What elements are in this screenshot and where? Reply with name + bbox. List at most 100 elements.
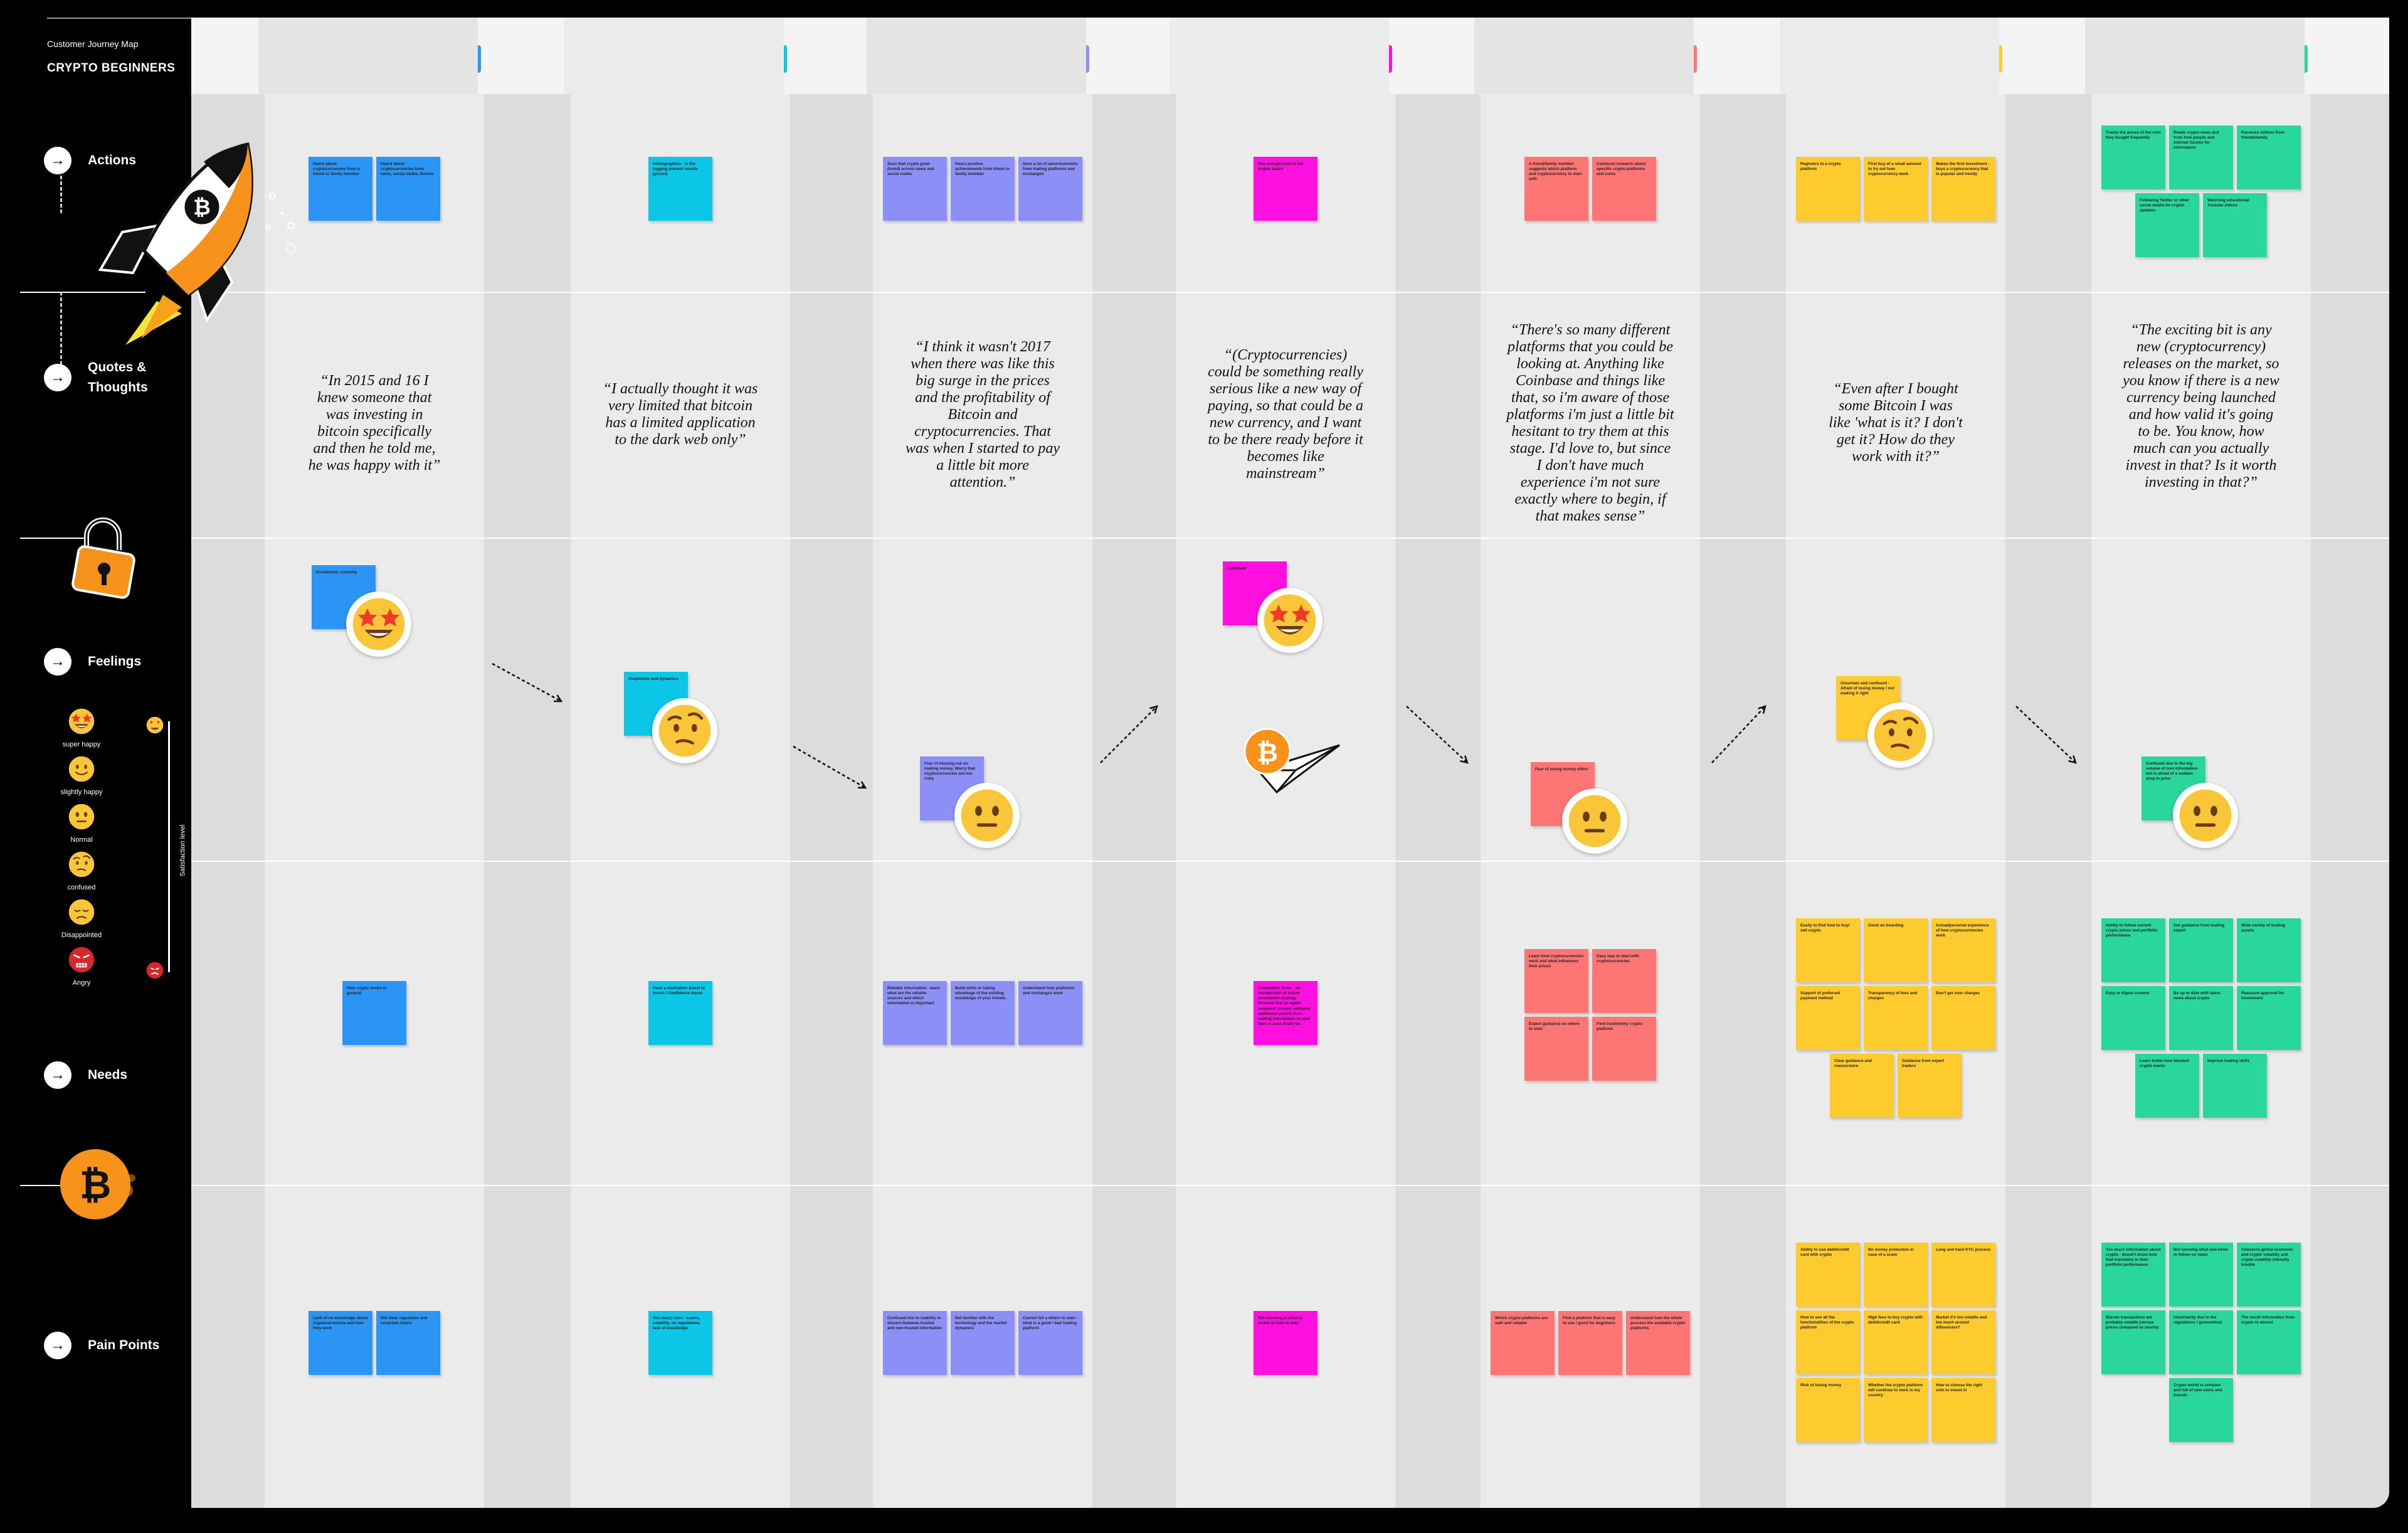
sticky-note[interactable]: Easily to find how to buy/ sell crypto [1796, 918, 1860, 982]
sticky-note[interactable]: Understand how platforms and exchanges w… [1018, 981, 1082, 1045]
sticky-note[interactable]: Learn better how blocked crypto works [2135, 1054, 2199, 1118]
sticky-note[interactable]: Long and hard KYC process [1931, 1243, 1995, 1307]
persona-quote: “Even after I bought some Bitcoin I was … [1829, 381, 1963, 465]
sticky-note[interactable]: Sees that crypto grew (trend) across new… [883, 157, 947, 221]
sticky-note[interactable]: Makes the first investment - buys a cryp… [1931, 157, 1995, 221]
sticky-note[interactable]: Not knowing what and when to follow on n… [2169, 1243, 2233, 1307]
sticky-note[interactable]: Find a platform that is easy to use / go… [1558, 1311, 1622, 1375]
sticky-note[interactable]: Reads crypto news and from how people an… [2169, 125, 2233, 189]
sticky-note[interactable]: Good on boarding [1864, 918, 1928, 982]
row-divider [191, 292, 2389, 293]
arrow-right-icon[interactable]: → [44, 1061, 71, 1089]
row-label-pain-points: → Pain Points [44, 1332, 159, 1359]
lock-icon [63, 511, 144, 602]
sticky-note[interactable]: Risk of losing money [1796, 1378, 1860, 1442]
sticky-note[interactable]: No money protection in case of a scam [1864, 1243, 1928, 1307]
sticky-note[interactable]: Too much information about crypto - does… [2101, 1243, 2165, 1307]
sticky-note[interactable]: How to see all the functionalities of th… [1796, 1310, 1860, 1374]
sticky-note[interactable]: Ability to follow current crypto prices … [2101, 918, 2165, 982]
persona-quote: “(Cryptocurrencies) could be something r… [1208, 347, 1363, 482]
sticky-note[interactable]: Tracks the prices of the coin they bough… [2101, 125, 2165, 189]
sticky-note[interactable]: The result information from crypto to al… [2237, 1310, 2301, 1374]
row-divider [191, 861, 2389, 862]
sticky-note[interactable]: Watching educational Youtube videos [2203, 193, 2267, 257]
sticky-note[interactable]: Crypto world is complex and full of new … [2169, 1378, 2233, 1442]
sticky-note[interactable]: Get guidance from trading expert [2169, 918, 2233, 982]
sticky-note[interactable]: Lack of no knowledge about cryptocurrenc… [309, 1311, 372, 1375]
sticky-note[interactable]: Conducts research about specific crypto … [1592, 157, 1656, 221]
row-label-actions: → Actions [44, 147, 136, 174]
sticky-note[interactable]: Heard about cryptocurrencies from a frie… [309, 157, 372, 221]
sticky-note[interactable]: Guidance from expert traders [1898, 1054, 1962, 1118]
sticky-note[interactable]: Not knowing at what to invest or how to … [1254, 1311, 1318, 1375]
sticky-note[interactable]: Has enough trust in the crypto space [1254, 157, 1318, 221]
sticky-note[interactable]: Which crypto platforms are safe and reli… [1491, 1311, 1555, 1375]
arrow-right-icon[interactable]: → [44, 363, 71, 391]
arrow-right-icon[interactable]: → [44, 147, 71, 174]
sticky-note[interactable]: Find trustworthy crypto platform [1592, 1017, 1656, 1081]
sticky-note[interactable]: Not clear regulation and uncertain futur… [376, 1311, 440, 1375]
arrow-right-icon[interactable]: → [44, 1332, 71, 1359]
star-eyes-emoji-icon [63, 708, 100, 738]
sticky-note[interactable]: Following Twitter or other social media … [2135, 193, 2199, 257]
sticky-note[interactable]: Infotographics - is the logging present … [648, 157, 712, 221]
sticky-note[interactable]: Transparency of fees and charges [1864, 986, 1928, 1050]
sticky-note[interactable]: Reassure approval for investment [2237, 986, 2301, 1050]
sticky-note[interactable]: Learn how cryptocurrencies work and what… [1524, 949, 1588, 1013]
sticky-note[interactable]: Uncertainty due to the regulations / (pr… [2169, 1310, 2233, 1374]
legend-item-neutral: Normal [63, 803, 100, 844]
sticky-note[interactable]: Easy to digest content [2101, 986, 2165, 1050]
sticky-note[interactable]: Cannot tell a where to start - what is a… [1018, 1311, 1082, 1375]
sticky-note[interactable]: A friend/family member suggests which pl… [1524, 157, 1588, 221]
row-divider [20, 292, 145, 293]
sticky-note[interactable]: Build skills or taking advantage of the … [951, 981, 1015, 1045]
confused-emoji-icon [652, 698, 717, 763]
sticky-note[interactable]: Not familiar with the technology and the… [951, 1311, 1015, 1375]
sticky-note[interactable]: Whether the crypto platform will continu… [1864, 1378, 1928, 1442]
sticky-note[interactable]: High fees to buy crypto with debit/credi… [1864, 1310, 1928, 1374]
sticky-note[interactable]: Reliable information - learn what are th… [883, 981, 947, 1045]
dashed-arrow-icon [1400, 700, 1474, 772]
sticky-note[interactable]: Understand how the whole process the ava… [1626, 1311, 1690, 1375]
sticky-note[interactable]: Information flows - an introduction of o… [1254, 981, 1318, 1045]
sticky-note[interactable]: First buy of a small amount to try out h… [1864, 157, 1928, 221]
sticky-note[interactable]: Be up to date with latest news about cry… [2169, 986, 2233, 1050]
sticky-note[interactable]: Improve trading skills [2203, 1054, 2267, 1118]
neutral-emoji-icon [2173, 783, 2238, 848]
sticky-note[interactable]: Bitcoin transactions are probably volati… [2101, 1310, 2165, 1374]
sticky-note[interactable]: How crypto works in general [342, 981, 406, 1045]
sticky-note[interactable]: Clear guidance and reassurance [1830, 1054, 1894, 1118]
sticky-note[interactable]: Don't get over charges [1931, 986, 1995, 1050]
phase-column-body [571, 94, 790, 1508]
svg-text:₿: ₿ [193, 195, 211, 220]
sticky-note[interactable]: Concerns global economic and crypto vola… [2237, 1243, 2301, 1307]
arrow-right-icon[interactable]: → [44, 648, 71, 676]
sticky-note[interactable]: Sees a lot of advertisements from tradin… [1018, 157, 1082, 221]
sticky-note[interactable]: Hears positive achievements from friend … [951, 157, 1015, 221]
star-eyes-emoji-icon [1257, 588, 1323, 653]
legend-item-confused: confused [63, 851, 100, 891]
sticky-note[interactable]: Expert guidance on where to start [1524, 1017, 1588, 1081]
sticky-note[interactable]: Easy way to start with cryptocurrencies [1592, 949, 1656, 1013]
column-gutter [790, 94, 873, 1508]
sticky-note[interactable]: Registers to a crypto platform [1796, 157, 1860, 221]
sticky-note[interactable]: Confused due to inability to discern bet… [883, 1311, 947, 1375]
column-gutter [1700, 94, 1786, 1508]
legend-item-angry: Angry [63, 946, 100, 987]
sticky-note[interactable]: Have a motivation boost to invest / Conf… [648, 981, 712, 1045]
sticky-note[interactable]: Ability to use debit/credit card with cr… [1796, 1243, 1860, 1307]
sticky-note[interactable]: How to choose the right coin to invest i… [1931, 1378, 1995, 1442]
sticky-note[interactable]: Market it's too volatile and too much ar… [1931, 1310, 1995, 1374]
sticky-note[interactable]: Support of preferred payment method [1796, 986, 1860, 1050]
sticky-note[interactable]: Too many risks - scams, volatility, no r… [648, 1311, 712, 1375]
sticky-note[interactable]: Actual/personal experience of how crypto… [1931, 918, 1995, 982]
column-gutter [1395, 94, 1481, 1508]
neutral-emoji-icon [1562, 788, 1627, 854]
confused-emoji-icon [1867, 703, 1933, 768]
sticky-note[interactable]: Heard about cryptocurrencies from news, … [376, 157, 440, 221]
satisfaction-scale [168, 721, 170, 972]
sticky-note[interactable]: Wide variety of trading assets [2237, 918, 2301, 982]
bitcoin-paper-plane-icon: ₿ [1239, 726, 1346, 805]
sticky-note[interactable]: Receives notices from friends/family [2237, 125, 2301, 189]
column-gutter [2311, 94, 2389, 1508]
